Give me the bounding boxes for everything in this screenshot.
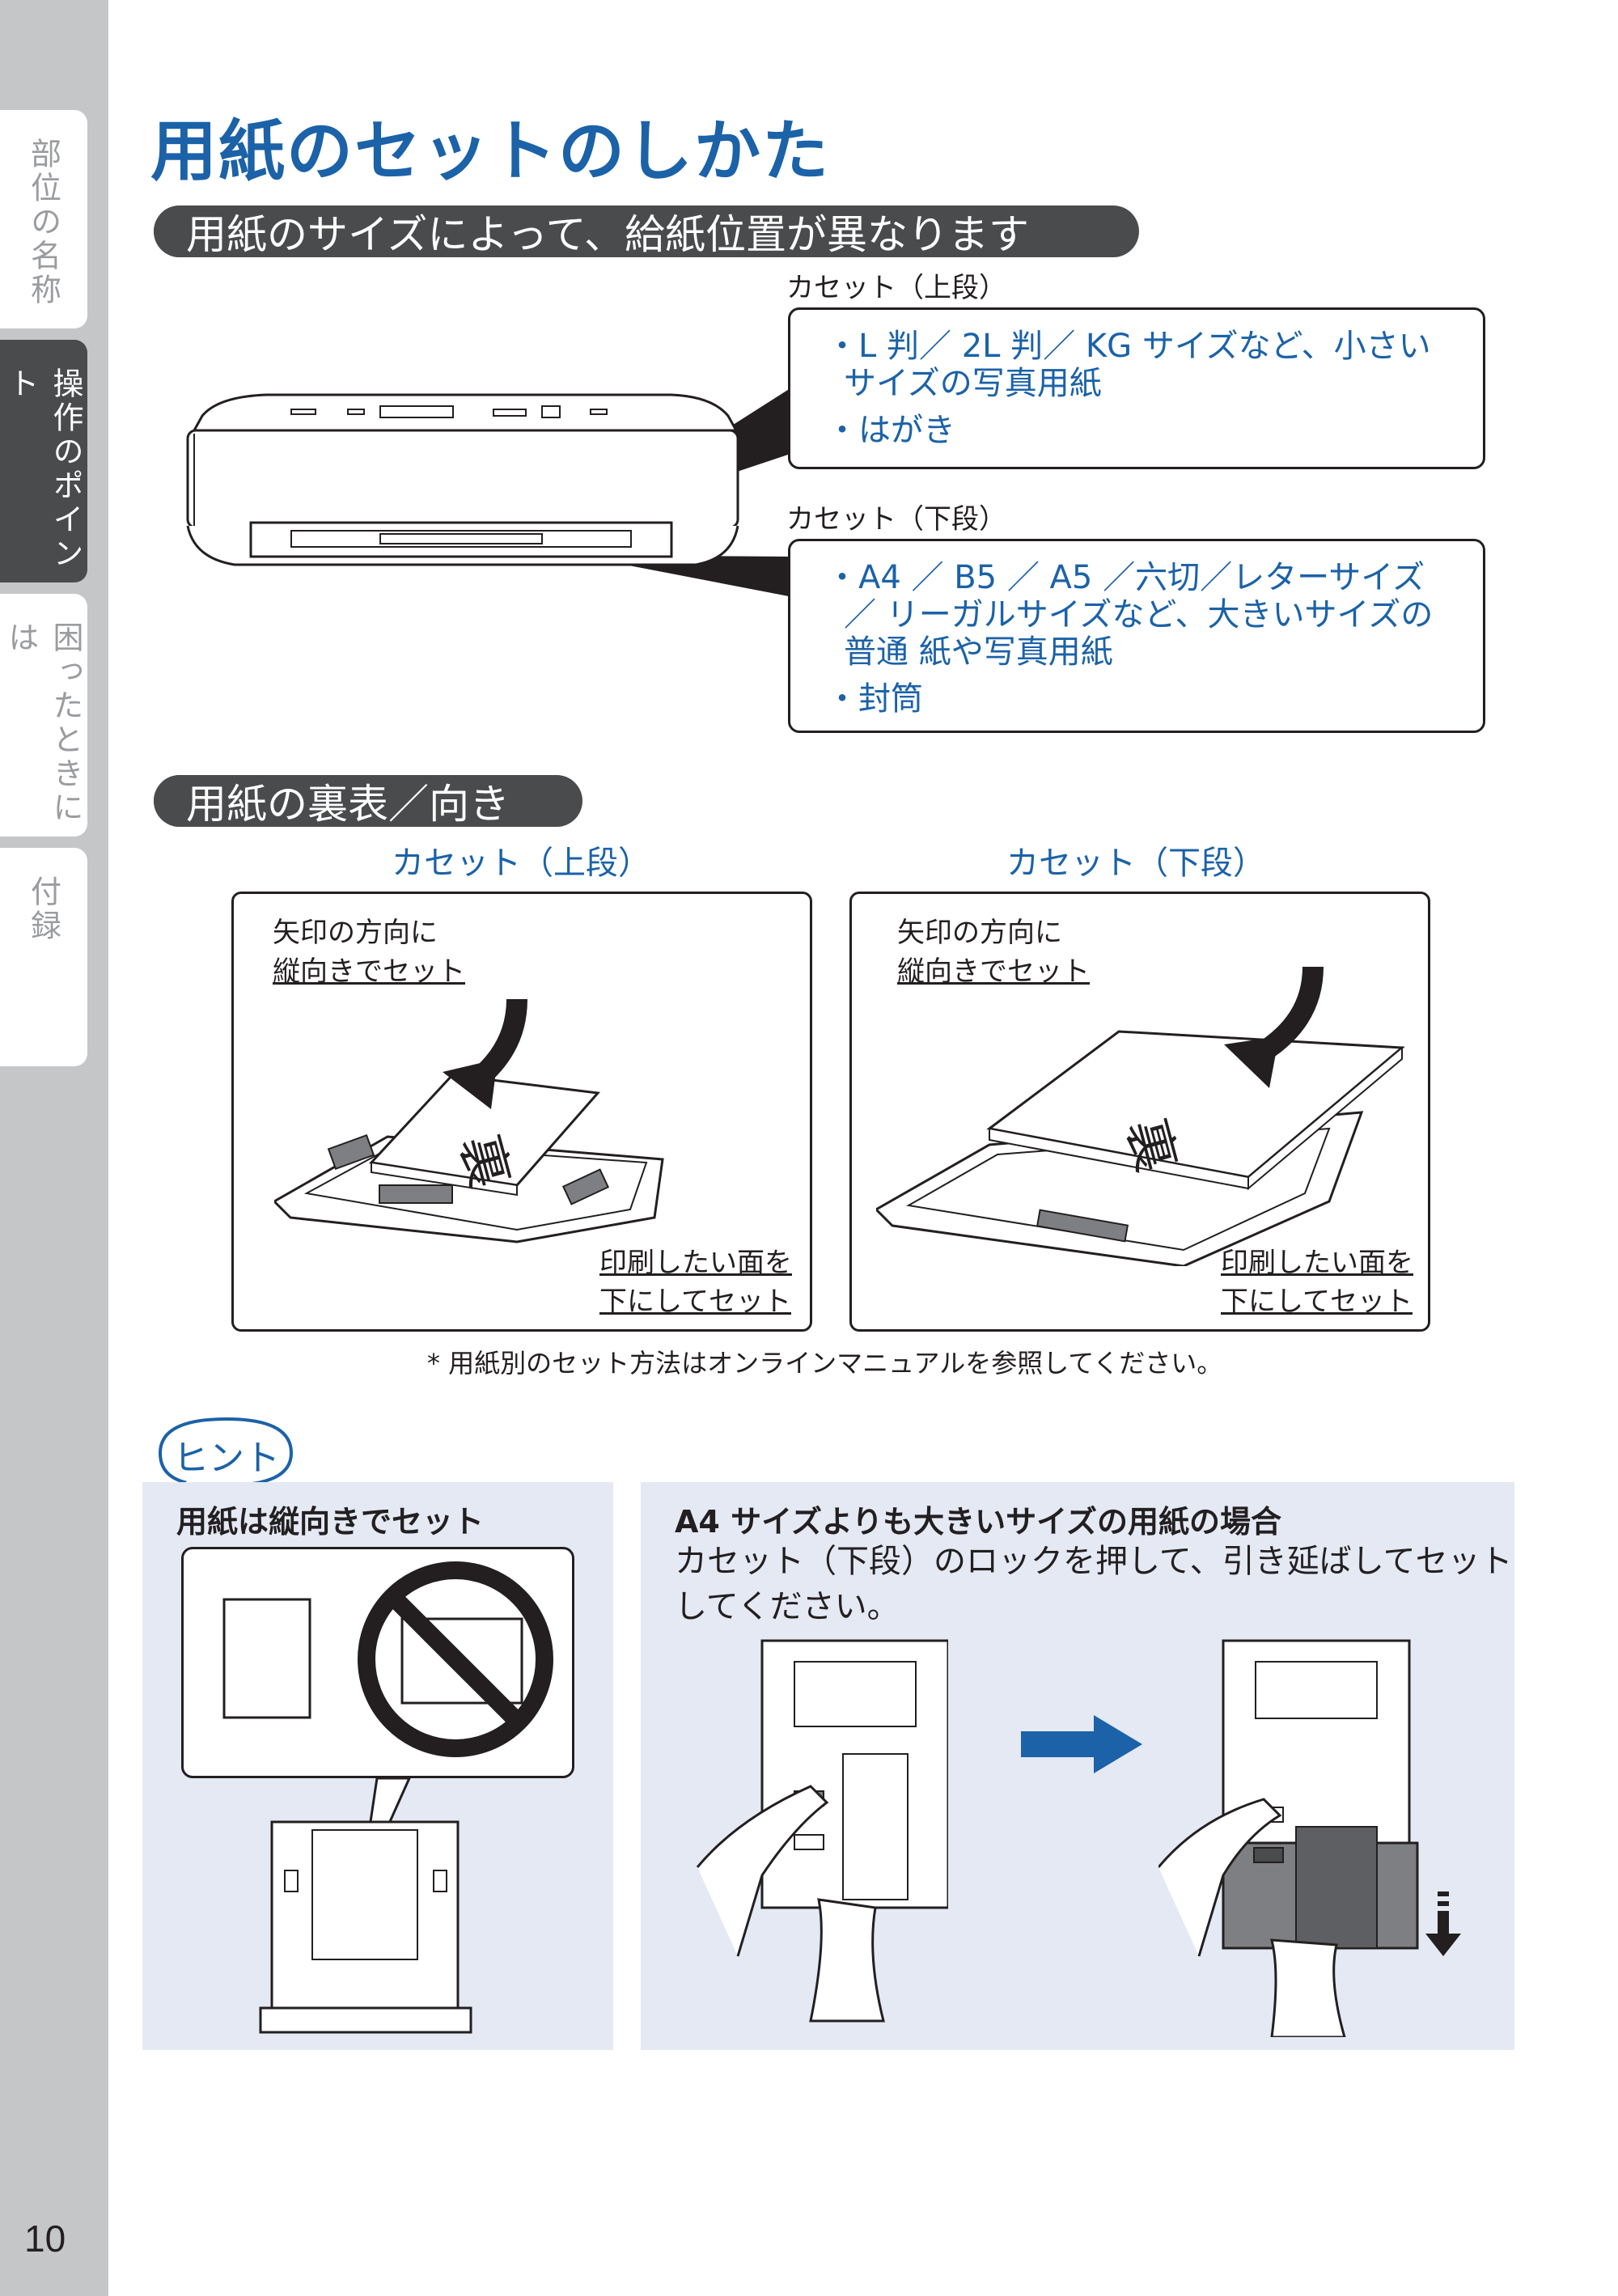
hint-left-title: 用紙は縦向きでセット <box>176 1504 485 1540</box>
section-heading-text: 用紙のサイズによって、給紙位置が異なります <box>186 211 1029 258</box>
cassette-locked-illustration <box>696 1639 948 2023</box>
printer-illustration <box>186 387 793 597</box>
sidebar-tab-operation[interactable]: 操作のポイント <box>0 340 87 582</box>
lower-cassette-label: カセット（下段） <box>786 503 1006 536</box>
lower-cassette-callout: ・A4 ／ B5 ／ A5 ／六切／レターサイズ／ リーガルサイズなど、大きいサ… <box>788 539 1485 733</box>
lower-cassette-caption: カセット（下段） <box>1006 845 1265 882</box>
sidebar-tab-parts[interactable]: 部位の名称 <box>0 110 87 328</box>
hint-panel-orientation: 用紙は縦向きでセット <box>142 1482 613 2050</box>
sidebar: 部位の名称 操作のポイント 困ったときには 付録 <box>0 0 108 2296</box>
lower-cassette-frame: 矢印の方向に 縦向きでセット 裏 印刷したい面を 下にしてセット <box>849 892 1430 1332</box>
sidebar-tab-label: 付録 <box>25 875 61 943</box>
sidebar-tab-label: 部位の名称 <box>25 138 61 307</box>
portrait-set-text: 縦向きでセット <box>273 955 465 988</box>
sidebar-tab-appendix[interactable]: 付録 <box>0 848 87 1066</box>
upper-cassette-callout: ・L 判／ 2L 判／ KG サイズなど、小さい サイズの写真用紙 ・はがき <box>788 307 1485 469</box>
upper-cassette-item: ・L 判／ 2L 判／ KG サイズなど、小さい サイズの写真用紙 <box>826 328 1431 402</box>
section-heading-orientation: 用紙の裏表／向き <box>154 775 582 828</box>
portrait-set-text: 縦向きでセット <box>897 955 1090 988</box>
lower-cassette-illustration: 裏 <box>876 966 1405 1266</box>
hint-right-body-1: カセット（下段）のロックを押して、引き延ばしてセット <box>675 1543 1513 1580</box>
orientation-example-illustration <box>222 1561 553 1757</box>
upper-cassette-illustration: 裏 <box>274 998 664 1243</box>
arrow-right-icon <box>1021 1715 1142 1773</box>
section-heading-text: 用紙の裏表／向き <box>186 781 510 828</box>
hint-badge: ヒント <box>173 1438 280 1479</box>
lower-cassette-item: ・A4 ／ B5 ／ A5 ／六切／レターサイズ／ リーガルサイズなど、大きいサ… <box>826 559 1434 671</box>
cassette-extended-illustration <box>1158 1639 1461 2037</box>
arrow-direction-text: 矢印の方向に <box>273 917 438 949</box>
print-side-text: 印刷したい面を <box>599 1247 792 1279</box>
page-number: 10 <box>24 2218 66 2260</box>
upper-cassette-caption: カセット（上段） <box>392 845 650 882</box>
face-down-text: 下にしてセット <box>599 1286 791 1318</box>
hint-badge-bubble <box>158 1417 294 1500</box>
sidebar-tab-trouble[interactable]: 困ったときには <box>0 594 87 837</box>
page-title: 用紙のセットのしかた <box>150 113 831 190</box>
footnote: * 用紙別のセット方法はオンラインマニュアルを参照してください。 <box>427 1348 1223 1379</box>
hint-right-body-2: してください。 <box>675 1588 900 1625</box>
face-down-text: 下にしてセット <box>1221 1286 1413 1318</box>
hint-panel-large-size: A4 サイズよりも大きいサイズの用紙の場合 カセット（下段）のロックを押して、引… <box>641 1482 1514 2050</box>
upper-cassette-frame: 矢印の方向に 縦向きでセット 裏 印刷したい面を 下にしてセット <box>231 892 812 1332</box>
upper-cassette-item: ・はがき <box>826 412 955 449</box>
lower-cassette-item: ・封筒 <box>826 680 923 718</box>
arrow-direction-text: 矢印の方向に <box>897 917 1062 949</box>
sidebar-tab-label: 困ったときには <box>3 621 83 825</box>
cassette-top-view-illustration <box>259 1777 472 2034</box>
print-side-text: 印刷したい面を <box>1221 1247 1413 1279</box>
orientation-example-box <box>181 1547 574 1778</box>
sidebar-tab-label: 操作のポイント <box>3 367 83 571</box>
section-heading-paper-size: 用紙のサイズによって、給紙位置が異なります <box>154 205 1139 258</box>
upper-cassette-label: カセット（上段） <box>786 272 1006 304</box>
hint-right-title: A4 サイズよりも大きいサイズの用紙の場合 <box>675 1504 1282 1540</box>
